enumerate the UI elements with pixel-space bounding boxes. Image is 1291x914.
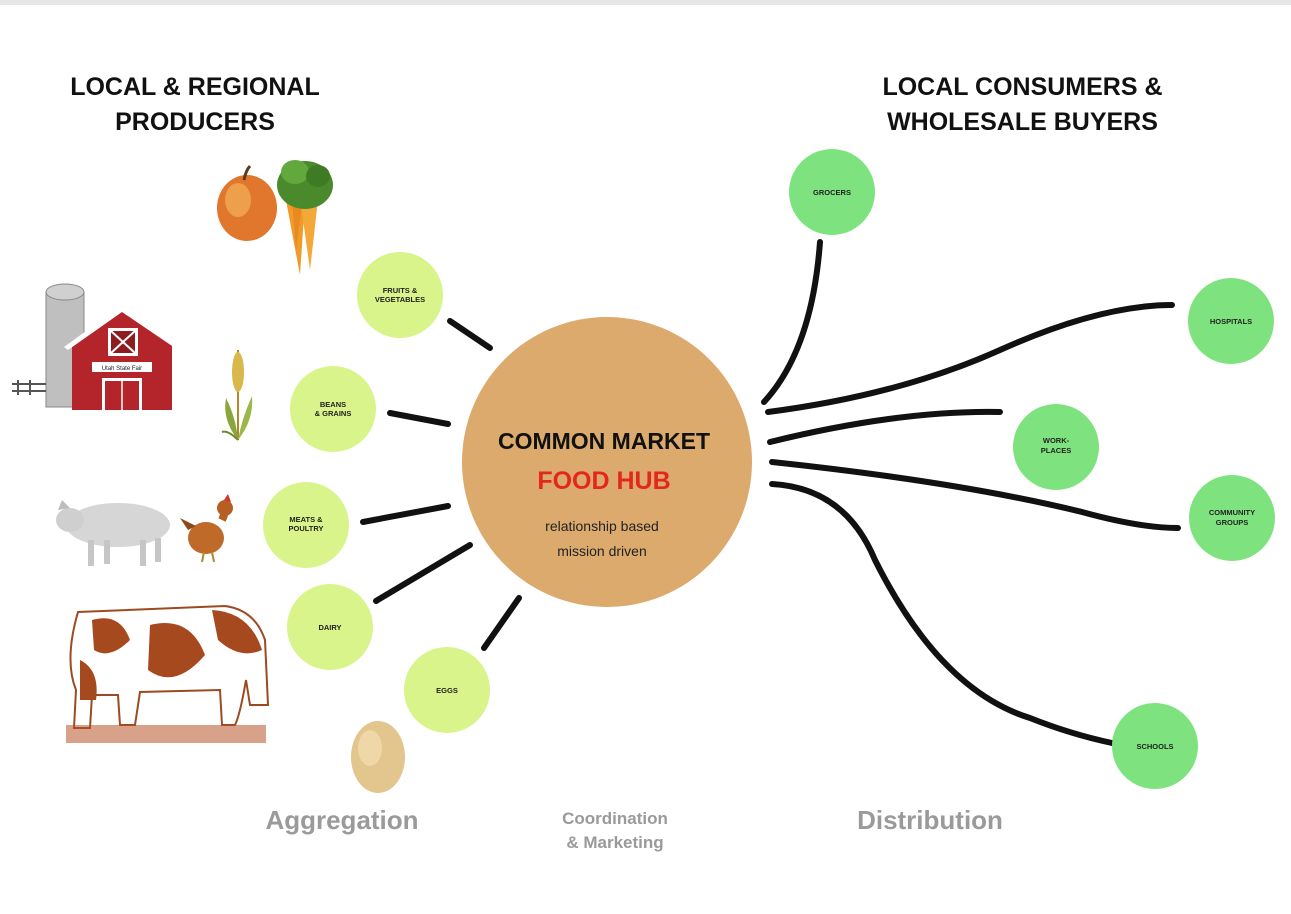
footer-distribution: Distribution [857,805,1003,835]
producers-heading-line-2: PRODUCERS [115,108,275,136]
producer-node-beans-grains: BEANS & GRAINS [290,366,376,452]
producer-node-meats-label-1: MEATS & [289,515,323,524]
connector-fruits [447,318,493,351]
producer-node-fruits-label-2: VEGETABLES [375,295,425,304]
buyer-node-schools-label: SCHOOLS [1136,742,1173,751]
buyer-node-grocers-label: GROCERS [813,188,851,197]
producer-node-dairy: DAIRY [287,584,373,670]
barn-sign: Utah State Fair [102,366,142,372]
apple-icon [217,164,277,241]
connector-dairy [373,542,473,604]
connector-hospitals [765,302,1175,415]
connector-community [769,459,1181,531]
footer-coordination-line-1: Coordination [562,809,668,828]
buyer-connectors [761,239,1181,746]
carrots-icon [277,160,333,275]
hub-title: COMMON MARKET [498,428,710,454]
consumers-heading-line-1: LOCAL CONSUMERS & [882,73,1163,101]
consumers-heading: LOCAL CONSUMERS & WHOLESALE BUYERS [850,70,1195,140]
producers-heading: LOCAL & REGIONAL PRODUCERS [35,70,355,140]
producers-heading-line-1: LOCAL & REGIONAL [70,73,320,101]
barn-icon: Utah State Fair [12,283,182,410]
egg-icon [351,721,405,793]
producer-connectors [360,318,522,651]
cow-icon [66,604,270,743]
connector-schools [769,481,1115,746]
connector-grocers [761,239,823,405]
hub-description-line-2: mission driven [557,543,646,559]
footer-aggregation: Aggregation [265,805,418,835]
producer-node-dairy-label: DAIRY [318,623,341,632]
producer-node-meats-label-2: POULTRY [289,524,324,533]
top-border [0,0,1291,5]
connector-eggs [481,595,522,651]
producer-node-beans-label-2: & GRAINS [315,409,352,418]
buyer-node-community-label-1: COMMUNITY [1209,508,1255,517]
buyer-node-workplaces: WORK- PLACES [1013,404,1099,490]
buyer-node-community-groups: COMMUNITY GROUPS [1189,475,1275,561]
pig-icon [56,500,170,566]
footer-coordination-line-2: & Marketing [566,833,663,852]
buyer-node-grocers: GROCERS [789,149,875,235]
buyer-node-hospitals: HOSPITALS [1188,278,1274,364]
hub-description-line-1: relationship based [545,518,659,534]
consumers-heading-line-2: WHOLESALE BUYERS [887,108,1158,136]
connector-meats [360,503,451,525]
buyer-node-hospitals-label: HOSPITALS [1210,317,1252,326]
producer-node-beans-label-1: BEANS [320,400,346,409]
connector-workplaces [767,408,1003,445]
buyer-node-workplaces-label-2: PLACES [1041,446,1071,455]
wheat-icon [221,350,253,441]
hub-circle [462,317,752,607]
buyer-node-schools: SCHOOLS [1112,703,1198,789]
producer-node-fruits-vegetables: FRUITS & VEGETABLES [357,252,443,338]
producer-node-meats-poultry: MEATS & POULTRY [263,482,349,568]
connector-beans [387,410,451,427]
producer-node-eggs: EGGS [404,647,490,733]
chicken-icon [180,494,233,563]
producer-node-fruits-label-1: FRUITS & [383,286,418,295]
hub-subtitle: FOOD HUB [537,467,670,495]
producer-node-eggs-label: EGGS [436,686,458,695]
buyer-node-community-label-2: GROUPS [1216,518,1249,527]
buyer-node-workplaces-label-1: WORK- [1043,436,1070,445]
